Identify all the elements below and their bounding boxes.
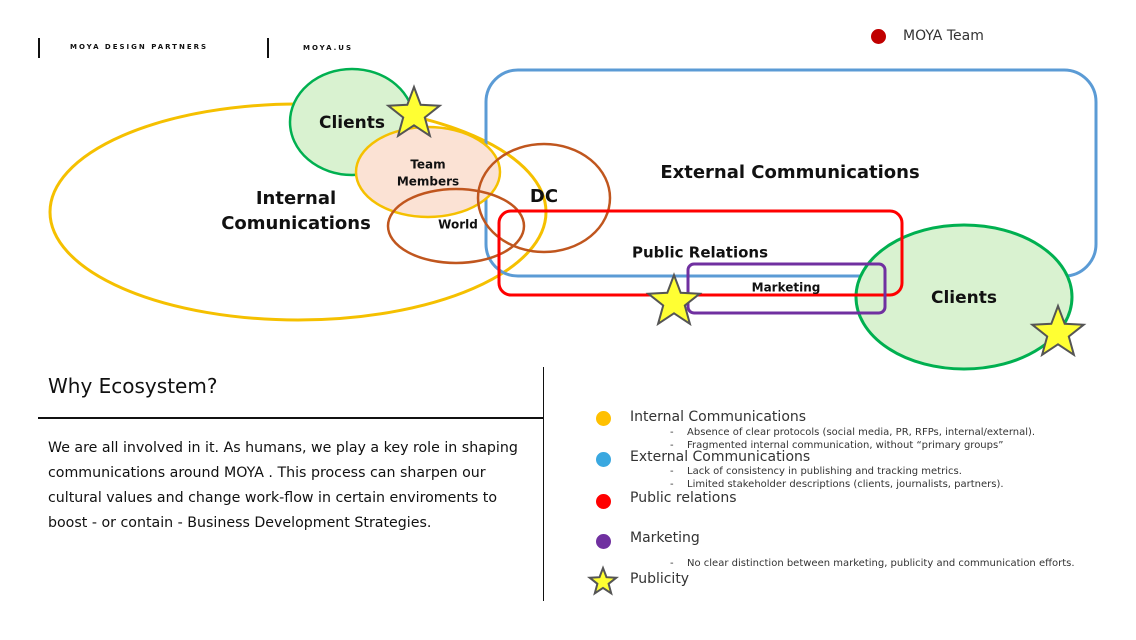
company-name: MOYA DESIGN PARTNERS	[70, 43, 209, 51]
legend-note: -Lack of consistency in publishing and t…	[670, 466, 962, 477]
note-text: No clear distinction between marketing, …	[687, 558, 1075, 569]
legend-note: -Limited stakeholder descriptions (clien…	[670, 479, 1004, 490]
divider-vertical	[543, 367, 544, 601]
dc-ellipse	[476, 142, 612, 254]
header-divider	[267, 38, 269, 58]
why-title: Why Ecosystem?	[48, 374, 218, 398]
legend-note: -Absence of clear protocols (social medi…	[670, 427, 1036, 438]
dc-label: DC	[530, 186, 558, 207]
members-label: Members	[397, 175, 459, 189]
team-label: Team	[410, 158, 445, 172]
legend-external: External Communications	[630, 449, 811, 465]
why-body: We are all involved in it. As humans, we…	[48, 440, 518, 531]
moya-team-dot-icon	[871, 29, 886, 44]
internal-dot-icon	[596, 411, 611, 426]
note-text: Absence of clear protocols (social media…	[687, 427, 1036, 438]
external-label: External Communications	[660, 162, 919, 183]
marketing-box	[686, 262, 887, 315]
note-text: Limited stakeholder descriptions (client…	[687, 479, 1004, 490]
publicity-star-icon	[385, 84, 443, 139]
external-dot-icon	[596, 452, 611, 467]
divider	[38, 417, 543, 419]
publicity-star-icon	[645, 272, 703, 327]
world-ellipse	[386, 187, 526, 265]
website: MOYA.US	[303, 44, 353, 52]
legend-internal: Internal Communications	[630, 409, 807, 425]
marketing-dot-icon	[596, 534, 611, 549]
legend-note: -Fragmented internal communication, with…	[670, 440, 1004, 451]
note-text: Lack of consistency in publishing and tr…	[687, 466, 962, 477]
public-relations-label: Public Relations	[632, 244, 768, 262]
clients-right-label: Clients	[931, 288, 997, 308]
header-divider	[38, 38, 40, 58]
internal-label: Internal	[256, 188, 336, 209]
world-label: World	[438, 218, 478, 232]
legend-publicity: Publicity	[630, 571, 690, 587]
legend-marketing: Marketing	[630, 530, 700, 546]
ecosystem-diagram: Clients Team Members Internal Comunicati…	[48, 67, 1098, 371]
publicity-star-icon	[1029, 303, 1087, 358]
public-relations-box	[497, 209, 904, 297]
marketing-label: Marketing	[752, 281, 821, 295]
note-text: Fragmented internal communication, witho…	[687, 440, 1004, 451]
legend-public-relations: Public relations	[630, 490, 737, 506]
comunications-label: Comunications	[221, 213, 371, 234]
moya-team-label: MOYA Team	[903, 28, 984, 44]
clients-right-ellipse	[854, 223, 1074, 371]
legend-note: -No clear distinction between marketing,…	[670, 558, 1075, 569]
publicity-star-icon	[586, 565, 620, 596]
clients-top-label: Clients	[319, 113, 385, 133]
public-relations-dot-icon	[596, 494, 611, 509]
